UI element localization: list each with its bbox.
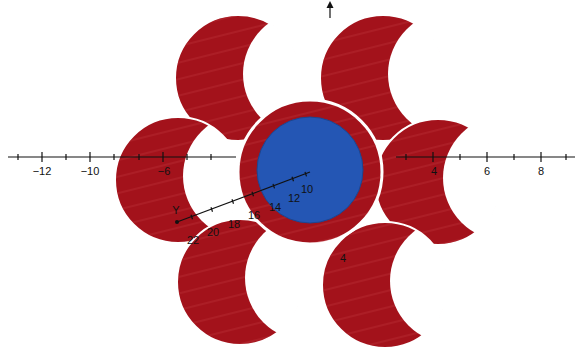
- tick-label: 16: [248, 209, 260, 221]
- label-anchor: 12: [294, 198, 306, 210]
- tube-opening: [443, 115, 569, 241]
- axis-name: Y: [172, 204, 179, 216]
- axis-end-dot: [175, 220, 179, 224]
- label-anchor: 8: [541, 171, 547, 183]
- vertical-axis-arrow: [327, 1, 334, 18]
- tick-label: 10: [301, 183, 313, 195]
- tick-label: −12: [33, 165, 52, 177]
- tick-label: 12: [288, 192, 300, 204]
- tick-label: 4: [431, 165, 437, 177]
- arrow-head: [327, 1, 334, 8]
- tick-label: −6: [158, 165, 171, 177]
- label-anchor: 14: [275, 207, 287, 219]
- label-anchor: −12: [42, 171, 61, 183]
- tick-label: 14: [269, 201, 281, 213]
- axis-line: [396, 156, 575, 157]
- label-anchor: Y: [176, 210, 183, 222]
- label-anchor: 16: [254, 215, 266, 227]
- label-anchor: −6: [164, 171, 177, 183]
- blue-rod: [257, 117, 363, 223]
- axis-ticks: [18, 152, 566, 162]
- label-anchor: 22: [193, 240, 205, 252]
- tick-label: 20: [207, 226, 219, 238]
- tube-cylinder: [322, 218, 516, 348]
- horizontal-axis: [8, 152, 575, 162]
- tick-label: 4: [340, 252, 346, 264]
- tube-opening: [388, 11, 514, 137]
- label-anchor: 18: [234, 224, 246, 236]
- axis-line: [177, 172, 310, 222]
- tick-label: 8: [538, 165, 544, 177]
- tick-label: 18: [228, 218, 240, 230]
- depth-axis: [175, 172, 310, 224]
- label-anchor: −10: [90, 171, 109, 183]
- label-anchor: 4: [434, 171, 440, 183]
- tick-label: −10: [81, 165, 100, 177]
- label-anchor: 4: [343, 258, 349, 270]
- tube-opening: [390, 218, 516, 344]
- tick-label: 6: [484, 165, 490, 177]
- tick-label: 22: [187, 234, 199, 246]
- label-anchor: 20: [213, 232, 225, 244]
- label-anchor: 6: [487, 171, 493, 183]
- label-anchor: 10: [307, 189, 319, 201]
